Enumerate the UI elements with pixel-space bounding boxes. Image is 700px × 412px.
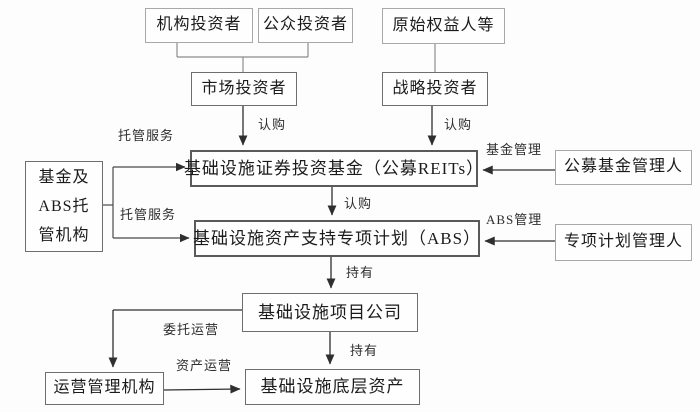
node-label: 市场投资者: [201, 79, 287, 97]
node-label: 原始权益人等: [392, 16, 495, 34]
node-label-line1: 基金及: [38, 169, 90, 186]
node-public-reits-fund: 基础设施证券投资基金（公募REITs）: [184, 150, 483, 187]
node-label: 公众投资者: [262, 16, 348, 34]
edge-label-fund-management: 基金管理: [486, 142, 543, 157]
custodian-lines: [103, 162, 190, 243]
node-label: 基础设施证券投资基金（公募REITs）: [183, 158, 485, 178]
node-label-line2: ABS托: [38, 198, 90, 215]
node-institutional-investor: 机构投资者: [145, 8, 253, 43]
node-label: 公募基金管理人: [563, 158, 683, 176]
edge-label-subscribe-reits: 认购: [344, 196, 373, 211]
node-original-equity-holder: 原始权益人等: [382, 8, 505, 44]
node-label: 基础设施资产支持专项计划（ABS）: [192, 228, 482, 248]
edge-label-abs-management: ABS管理: [486, 212, 543, 227]
node-label: 战略投资者: [392, 79, 478, 97]
edge-label-entrusted-operation: 委托运营: [163, 322, 220, 337]
edge-label-subscribe-market: 认购: [258, 117, 287, 132]
node-label: 基础设施底层资产: [260, 377, 405, 397]
node-operation-manager: 运营管理机构: [45, 372, 164, 405]
edge-label-custody-service-top: 托管服务: [118, 128, 175, 143]
node-public-investor: 公众投资者: [258, 8, 353, 43]
node-public-fund-manager: 公募基金管理人: [555, 150, 692, 185]
node-strategic-investor: 战略投资者: [382, 72, 488, 106]
node-label: 运营管理机构: [53, 379, 156, 397]
edge-label-subscribe-strategic: 认购: [444, 117, 473, 132]
edge-label-asset-operation: 资产运营: [176, 358, 233, 373]
node-special-plan-manager: 专项计划管理人: [555, 224, 692, 261]
edge-label-custody-service-bottom: 托管服务: [120, 207, 177, 222]
node-label: 专项计划管理人: [563, 233, 683, 251]
node-infrastructure-project-company: 基础设施项目公司: [242, 293, 418, 332]
edge-label-hold-project: 持有: [350, 343, 379, 358]
node-market-investor: 市场投资者: [191, 72, 297, 106]
node-label-line3: 管机构: [38, 227, 90, 244]
edge-label-hold-abs: 持有: [346, 265, 375, 280]
node-underlying-asset: 基础设施底层资产: [245, 369, 420, 405]
node-label: 基础设施项目公司: [258, 302, 402, 322]
node-label: 机构投资者: [156, 16, 242, 34]
node-abs-plan: 基础设施资产支持专项计划（ABS）: [192, 220, 482, 257]
investor-tree-lines: [176, 43, 436, 72]
node-fund-abs-custodian: 基金及 ABS托 管机构: [25, 161, 103, 252]
flow-arrows: [108, 106, 555, 394]
